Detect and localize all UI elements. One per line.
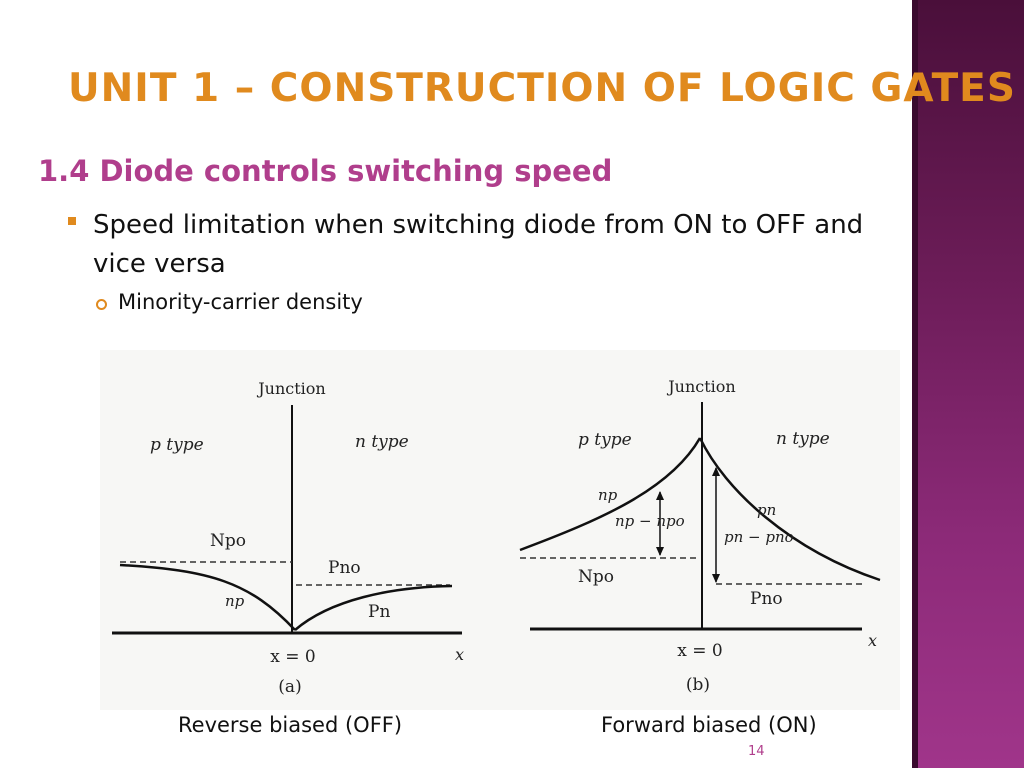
sub-bullet-text: Minority-carrier density — [118, 290, 363, 314]
bullet-text: Speed limitation when switching diode fr… — [93, 210, 864, 279]
arrow-down-icon — [712, 574, 720, 583]
diagram-b-pn-minus-label: pn − pno — [724, 528, 794, 546]
diagram-b-p-type-label: p type — [578, 430, 632, 450]
arrow-up-icon — [712, 467, 720, 476]
square-bullet-icon — [68, 217, 76, 225]
diagram-a-p-type-label: p type — [150, 435, 204, 455]
diagram-b-tag: (b) — [686, 675, 710, 695]
diagram-b-pno-label: Pno — [750, 589, 783, 609]
diagram-b-npo-label: Npo — [578, 567, 614, 587]
caption-forward-biased: Forward biased (ON) — [601, 713, 817, 737]
diagram-b-pn-curve — [698, 437, 881, 582]
section-heading: 1.4 Diode controls switching speed — [38, 154, 613, 188]
minority-carrier-diagram: Junction p type n type Npo np Pno Pn x =… — [100, 350, 900, 710]
caption-reverse-biased: Reverse biased (OFF) — [178, 713, 403, 737]
diagram-b-junction-label: Junction — [666, 377, 735, 396]
diagram-a-tag: (a) — [278, 677, 301, 697]
diagram-a-x0-label: x = 0 — [270, 647, 315, 667]
diagram-a-reverse-biased: Junction p type n type Npo np Pno Pn x =… — [112, 379, 464, 697]
diagram-b-n-type-label: n type — [776, 429, 830, 449]
diagram-a-pn-curve — [294, 584, 453, 631]
diagram-b-forward-biased: Junction p type n type np np − npo pn − … — [519, 377, 881, 695]
diagram-b-x0-label: x = 0 — [677, 641, 722, 661]
diagram-a-npo-label: Npo — [210, 531, 246, 551]
diagram-a-n-type-label: n type — [355, 432, 409, 452]
side-decor-band — [912, 0, 1024, 768]
arrow-up-icon — [656, 491, 664, 500]
diagram-b-np-label: np — [598, 486, 618, 504]
diagram-a-pno-label: Pno — [328, 558, 361, 578]
diagram-b-x-label: x — [868, 631, 877, 650]
diagram-b-np-minus-label: np − npo — [615, 512, 685, 530]
diagram-background — [100, 350, 900, 710]
diagram-a-x-label: x — [455, 645, 464, 664]
diagram-b-np-curve — [519, 437, 702, 552]
arrow-down-icon — [656, 547, 664, 556]
diagram-a-junction-label: Junction — [256, 379, 325, 398]
diagram-a-np-label: np — [225, 592, 245, 610]
page-number: 14 — [748, 744, 765, 759]
slide-title: UNIT 1 – CONSTRUCTION OF LOGIC GATES — [68, 66, 1016, 111]
diagram-b-pn-label: pn — [757, 501, 776, 519]
diagram-a-np-curve — [119, 563, 296, 631]
diagram-a-pn-label: Pn — [368, 602, 390, 622]
circle-bullet-icon — [96, 299, 107, 310]
